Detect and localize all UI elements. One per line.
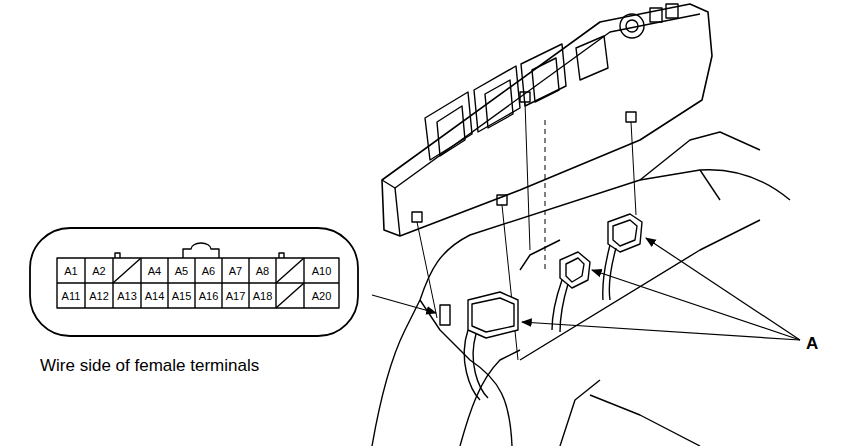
connector-outline bbox=[30, 228, 358, 336]
pin-number: A7 bbox=[223, 259, 248, 282]
terminal-grid bbox=[57, 258, 339, 308]
pin-number: A15 bbox=[169, 284, 194, 307]
pin-number: A4 bbox=[142, 259, 167, 282]
pin-number: A5 bbox=[169, 259, 194, 282]
harness-connector bbox=[464, 292, 518, 400]
pin-number: A10 bbox=[305, 259, 338, 282]
mirror-switch bbox=[620, 14, 644, 38]
pin-number: A16 bbox=[196, 284, 221, 307]
switch-panel bbox=[382, 4, 712, 236]
pin-number: A18 bbox=[250, 284, 275, 307]
window-switch bbox=[425, 92, 472, 160]
harness-connector bbox=[552, 252, 590, 332]
lock-tab bbox=[183, 243, 219, 258]
pin-number: A14 bbox=[142, 284, 167, 307]
view-note: Wire side of female terminals bbox=[40, 356, 259, 376]
pin-number: A2 bbox=[86, 259, 112, 282]
callout-letter: A bbox=[806, 334, 818, 354]
grid-lines bbox=[85, 258, 304, 308]
pin-number: A1 bbox=[58, 259, 84, 282]
pin-number: A12 bbox=[86, 284, 112, 307]
armrest bbox=[372, 170, 790, 446]
pin-number: A13 bbox=[114, 284, 140, 307]
pin-number: A17 bbox=[223, 284, 248, 307]
pin-number: A20 bbox=[305, 284, 338, 307]
pin-number: A8 bbox=[250, 259, 275, 282]
empty-cavity bbox=[113, 258, 304, 308]
harness-connector bbox=[603, 214, 642, 300]
pin-number: A11 bbox=[58, 284, 84, 307]
pin-number: A6 bbox=[196, 259, 221, 282]
